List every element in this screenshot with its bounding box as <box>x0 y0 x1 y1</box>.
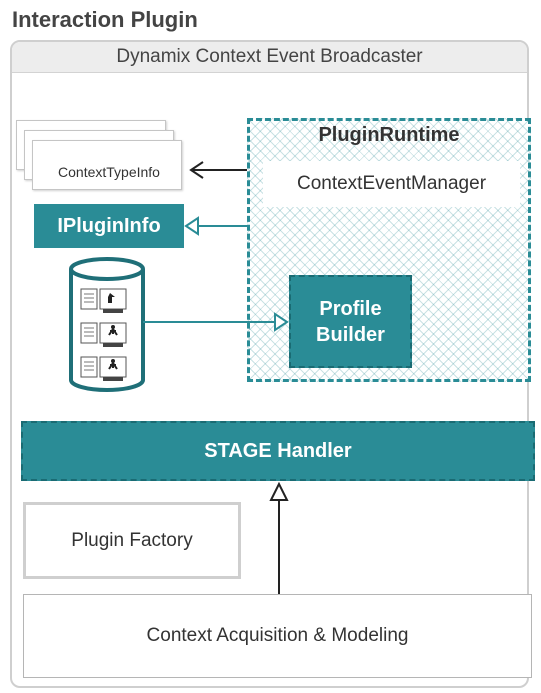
profile-builder-line1: Profile <box>319 297 382 320</box>
context-acquisition-box: Context Acquisition & Modeling <box>23 594 532 678</box>
arrow-to-stage-handler <box>269 481 289 594</box>
plugin-title: Interaction Plugin <box>12 7 198 32</box>
arrow-to-iplugin-info <box>184 216 247 236</box>
arrow-to-context-type-info <box>189 161 247 179</box>
plugin-runtime-title: PluginRuntime <box>318 124 460 146</box>
profile-builder-line2: Builder <box>316 323 385 346</box>
stage-handler-box: STAGE Handler <box>21 421 535 481</box>
xml-file-icon <box>80 288 127 313</box>
profile-builder-box: Profile Builder <box>289 275 412 368</box>
xml-file-icon <box>80 322 127 347</box>
xml-file-icon <box>80 356 127 381</box>
database-icon <box>69 257 145 392</box>
plugin-factory-box: Plugin Factory <box>23 502 241 579</box>
context-type-info-page <box>32 140 182 190</box>
broadcaster-header: Dynamix Context Event Broadcaster <box>12 42 527 73</box>
iplugin-info-box: IPluginInfo <box>34 204 184 248</box>
context-type-info-label: ContextTypeInfo <box>58 164 160 180</box>
context-event-manager: ContextEventManager <box>263 161 520 207</box>
arrow-to-profile-builder <box>143 312 289 332</box>
